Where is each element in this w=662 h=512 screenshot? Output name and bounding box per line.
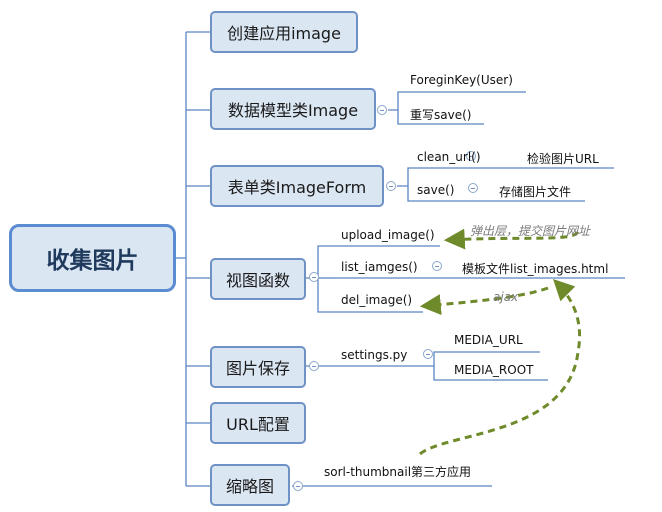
leaf-media-root[interactable]: MEDIA_ROOT xyxy=(454,363,534,377)
collapse-toggle-list-images[interactable] xyxy=(432,261,442,271)
leaf-override-save[interactable]: 重写save() xyxy=(410,108,472,122)
collapse-toggle-model[interactable] xyxy=(377,105,387,115)
collapse-toggle-settings[interactable] xyxy=(423,349,433,359)
leaf-clean-url[interactable]: clean_url() xyxy=(417,150,481,164)
node-thumbnail[interactable]: 缩略图 xyxy=(210,464,290,506)
ajax-arrow xyxy=(419,286,549,316)
leaf-form-save[interactable]: save() xyxy=(417,183,455,197)
leaf-list-images[interactable]: list_iamges() xyxy=(341,260,418,274)
collapse-toggle-clean-url[interactable] xyxy=(466,151,476,161)
node-form-label: 表单类ImageForm xyxy=(227,178,367,197)
node-views[interactable]: 视图函数 xyxy=(210,258,306,300)
collapse-toggle-save[interactable] xyxy=(468,183,478,193)
root-label: 收集图片 xyxy=(46,248,139,274)
collapse-toggle-storage[interactable] xyxy=(309,361,319,371)
node-create-app[interactable]: 创建应用image xyxy=(210,11,358,53)
collapse-toggle-form[interactable] xyxy=(386,181,396,191)
node-url-label: URL配置 xyxy=(226,415,290,434)
root-node[interactable]: 收集图片 xyxy=(9,224,176,292)
leaf-media-url[interactable]: MEDIA_URL xyxy=(454,333,523,347)
annotation-ajax: ajax xyxy=(493,290,519,304)
leaf-foreign-key[interactable]: ForeginKey(User) xyxy=(410,73,513,87)
leaf-template-file[interactable]: 模板文件list_images.html xyxy=(462,262,609,276)
leaf-sorl-thumbnail[interactable]: sorl-thumbnail第三方应用 xyxy=(324,465,472,479)
collapse-toggle-views[interactable] xyxy=(309,272,319,282)
node-views-label: 视图函数 xyxy=(225,271,290,290)
node-model-label: 数据模型类Image xyxy=(227,101,359,120)
leaf-store-image[interactable]: 存储图片文件 xyxy=(499,185,572,199)
collapse-toggle-thumbnail[interactable] xyxy=(293,481,303,491)
popup-arrow xyxy=(443,228,580,250)
leaf-del-image[interactable]: del_image() xyxy=(341,293,413,307)
leaf-upload-image[interactable]: upload_image() xyxy=(341,228,435,242)
annotation-popup: 弹出层，提交图片网址 xyxy=(470,224,591,238)
node-url[interactable]: URL配置 xyxy=(210,402,306,444)
node-thumbnail-label: 缩略图 xyxy=(225,477,274,496)
node-form[interactable]: 表单类ImageForm xyxy=(210,165,384,207)
node-model[interactable]: 数据模型类Image xyxy=(210,88,376,130)
leaf-settings-py[interactable]: settings.py xyxy=(341,348,408,362)
node-storage-label: 图片保存 xyxy=(225,359,290,378)
node-create-app-label: 创建应用image xyxy=(227,24,341,43)
leaf-validate-url[interactable]: 检验图片URL xyxy=(527,152,599,166)
node-storage[interactable]: 图片保存 xyxy=(210,346,306,388)
